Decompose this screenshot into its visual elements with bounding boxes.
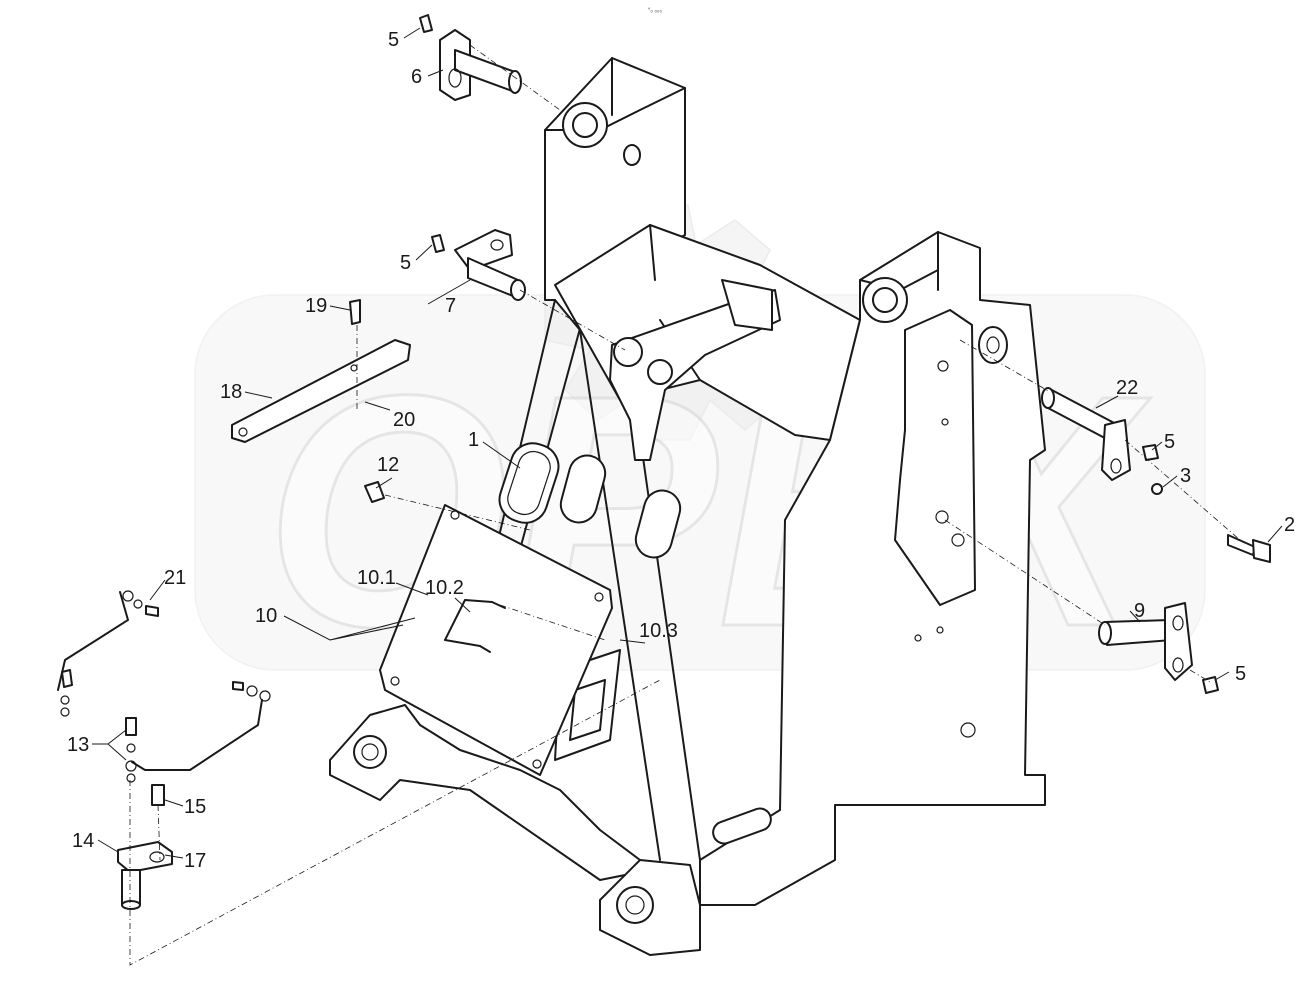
left-foot bbox=[329, 704, 651, 881]
cover-plate-body bbox=[379, 504, 613, 776]
callout-18: 18 bbox=[220, 381, 242, 403]
center-lines bbox=[129, 44, 1241, 966]
bolt-5a bbox=[419, 14, 433, 33]
callout-10-2: 10.2 bbox=[425, 577, 464, 599]
callout-10-1: 10.1 bbox=[357, 567, 396, 589]
pin-9 bbox=[1098, 602, 1193, 681]
callout-labels: 5 6 5 7 19 18 20 1 12 10.1 10.2 10 10.3 … bbox=[67, 29, 1295, 872]
header-code: °₀ ₀₀₀ bbox=[648, 8, 663, 14]
callout-5: 5 bbox=[1164, 431, 1175, 453]
callout-5: 5 bbox=[1235, 663, 1246, 685]
hose-21 bbox=[57, 590, 159, 717]
pin-22 bbox=[1041, 387, 1131, 481]
callout-15: 15 bbox=[184, 796, 206, 818]
callout-2: 2 bbox=[1284, 514, 1295, 536]
callout-5: 5 bbox=[400, 252, 411, 274]
callout-6: 6 bbox=[411, 66, 422, 88]
pin-7 bbox=[454, 229, 526, 301]
callout-20: 20 bbox=[393, 409, 415, 431]
grommet-1 bbox=[498, 442, 560, 524]
bolt-5b bbox=[431, 234, 445, 253]
callout-19: 19 bbox=[305, 295, 327, 317]
bolt-2 bbox=[1227, 534, 1271, 563]
callout-21: 21 bbox=[164, 567, 186, 589]
pin-14 bbox=[117, 841, 173, 910]
bolt-5d bbox=[1202, 676, 1219, 694]
callout-22: 22 bbox=[1116, 377, 1138, 399]
pin-19 bbox=[349, 299, 361, 325]
bolt-15 bbox=[151, 784, 165, 806]
cover-plate bbox=[379, 504, 613, 776]
bolt-12 bbox=[364, 481, 385, 503]
callout-12: 12 bbox=[377, 454, 399, 476]
callout-17: 17 bbox=[184, 850, 206, 872]
callout-1: 1 bbox=[468, 429, 479, 451]
callout-7: 7 bbox=[445, 295, 456, 317]
callout-10: 10 bbox=[255, 605, 277, 627]
u-bolt bbox=[444, 599, 493, 647]
callout-10-3: 10.3 bbox=[639, 620, 678, 642]
callout-14: 14 bbox=[72, 830, 94, 852]
callout-5: 5 bbox=[388, 29, 399, 51]
right-plate bbox=[894, 309, 976, 606]
hose-13 bbox=[125, 681, 271, 783]
strap-18 bbox=[231, 339, 411, 443]
leader-lines bbox=[92, 27, 1283, 859]
callout-13: 13 bbox=[67, 734, 89, 756]
pin-6 bbox=[439, 29, 522, 101]
callout-9: 9 bbox=[1134, 600, 1145, 622]
washer-3 bbox=[1151, 483, 1163, 495]
main-frame bbox=[329, 57, 1046, 956]
callout-3: 3 bbox=[1180, 465, 1191, 487]
